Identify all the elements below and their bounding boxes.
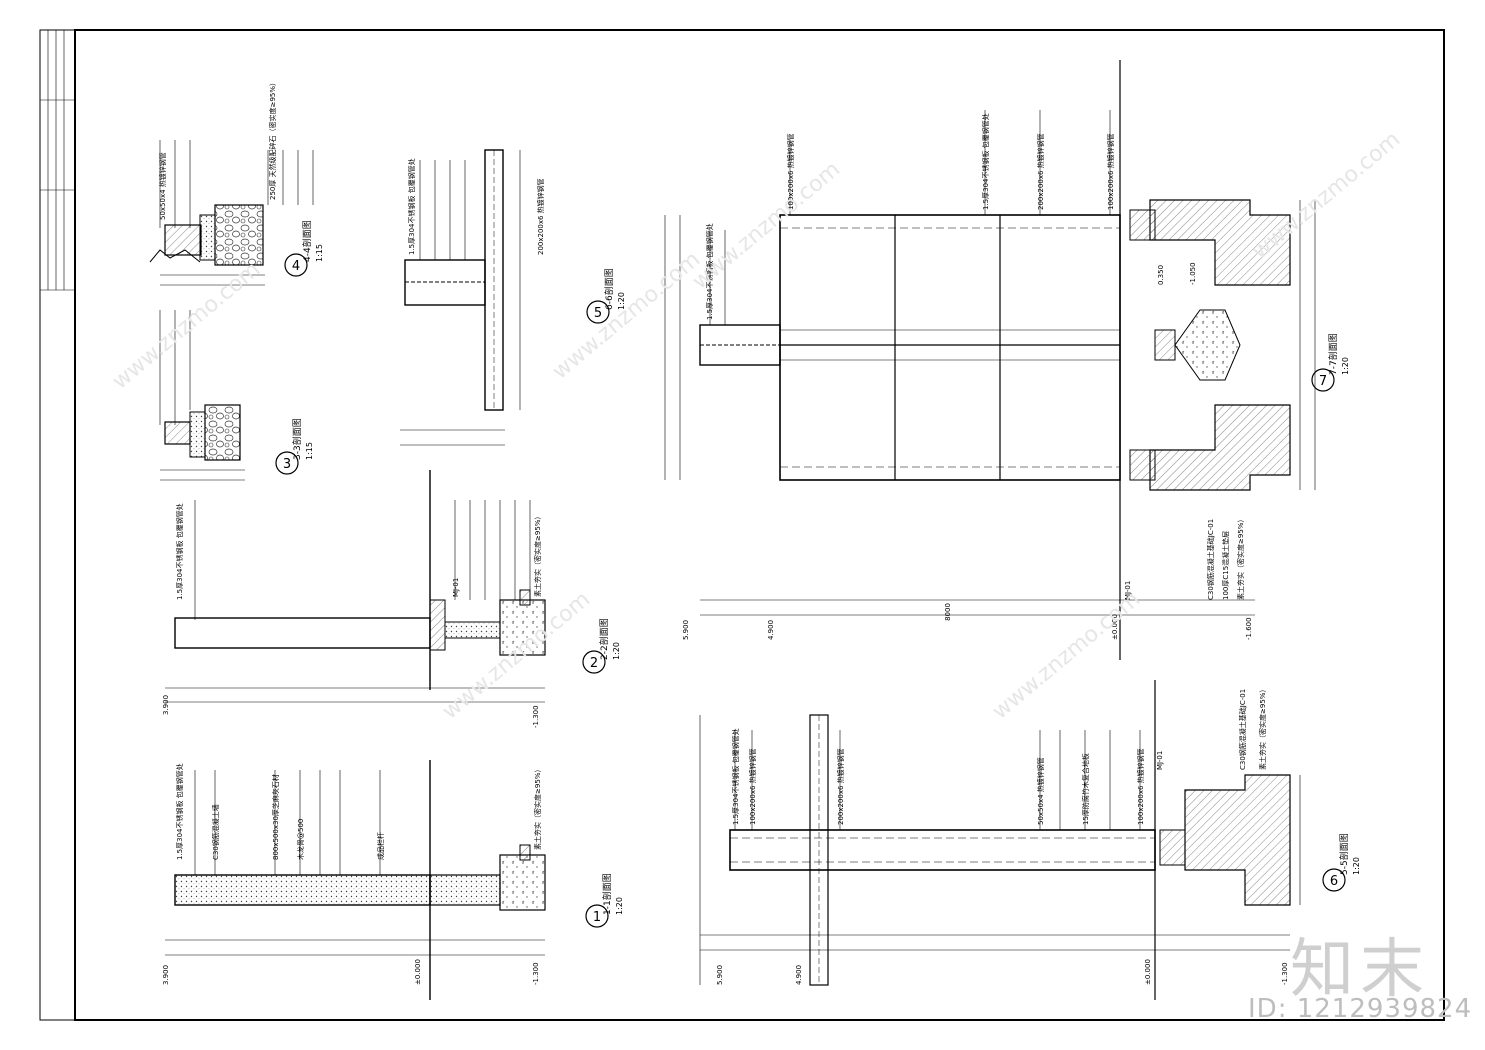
level-4900-6: 4.900	[795, 965, 803, 985]
note-pipe100-6b: 100x200x6 热镀锌钢管	[1136, 748, 1145, 825]
inner-border	[74, 29, 1445, 1021]
level-3900-a: 3.900	[162, 695, 170, 715]
note-mj-7: MJ-01	[1124, 581, 1132, 600]
section-3-3: 3 3-3剖面图 1:15	[159, 310, 314, 481]
note-pipe100-6: 100x200x6 热镀锌钢管	[748, 748, 757, 825]
note-rail-6: 1.5厚304不锈钢板 包覆钢管处	[731, 728, 740, 825]
title-block	[40, 30, 75, 291]
section-2-scale: 1:20	[612, 642, 621, 660]
level-0-b: ±0.000	[414, 959, 422, 985]
section-1-1: 1 1-1剖面图 1:20 1.5厚304不锈钢板 包覆钢管处 C30钢筋混凝土…	[162, 760, 624, 1000]
section-7-scale: 1:20	[1341, 357, 1350, 375]
section-2-2: 2 2-2剖面图 1:20 1.5厚304不锈钢板 包覆钢管处 MJ-01 素土…	[162, 470, 621, 728]
note-finish-1: 成品栏杆	[376, 832, 385, 860]
section-2-title: 2-2剖面图	[598, 618, 610, 660]
section-4-title: 4-4剖面图	[301, 220, 313, 262]
section-1-scale: 1:20	[615, 897, 624, 915]
svg-text:7: 7	[1319, 374, 1327, 389]
note-pipe200-6: 200x200x6 热镀锌钢管	[836, 748, 845, 825]
note-mj-2: MJ-01	[452, 578, 460, 597]
svg-text:www.znzmo.com: www.znzmo.com	[548, 247, 705, 385]
level-n1300-b: -1.300	[532, 962, 540, 985]
svg-text:6: 6	[1330, 874, 1338, 889]
level-5900-6: 5.900	[716, 965, 724, 985]
section-5-title: 6-6剖面图	[603, 268, 615, 310]
level-5900-7: 5.900	[682, 620, 690, 640]
note-c30-7: C30钢筋混凝土基础JC-01	[1206, 519, 1215, 600]
note-mj-6: MJ-01	[1156, 751, 1164, 770]
section-7-7: 7 7-7剖面图 1:20 1.5厚304不锈钢板 包覆钢管处 100x200x…	[664, 60, 1350, 660]
svg-text:1: 1	[593, 910, 601, 925]
svg-text:www.znzmo.com: www.znzmo.com	[988, 587, 1145, 725]
svg-text:www.znzmo.com: www.znzmo.com	[1248, 127, 1405, 265]
note-gravel: 250厚 天然级配碎石（密实度≥95%）	[268, 79, 277, 200]
note-pipe200-5: 200x200x6 热镀锌钢管	[536, 178, 545, 255]
svg-text:2: 2	[590, 656, 598, 671]
level-n1050-7: -1.050	[1189, 262, 1197, 285]
note-wall-1: C30钢筋混凝土墙	[211, 804, 220, 860]
section-6-scale: 1:20	[1352, 857, 1361, 875]
level-3900-b: 3.900	[162, 965, 170, 985]
section-6-6: 5 6-6剖面图 1:20 1.5厚304不锈钢板 包覆钢管处 200x200x…	[400, 149, 626, 446]
svg-text:www.znzmo.com: www.znzmo.com	[108, 257, 265, 395]
note-joist-1: 木龙骨@500	[296, 819, 305, 860]
note-rail-1: 1.5厚304不锈钢板 包覆钢管处	[175, 763, 184, 860]
note-rail-5: 1.5厚304不锈钢板 包覆钢管处	[407, 158, 416, 255]
level-n1300-6: -1.300	[1281, 962, 1289, 985]
note-sqtube-6: 50x50x4 热镀锌钢管	[1036, 757, 1045, 825]
note-pipe100-7b: 100x200x6 热镀锌钢管	[1106, 133, 1115, 210]
note-rail-7: 1.5厚304不锈钢板 包覆钢管处	[705, 223, 714, 320]
note-rail-2: 1.5厚304不锈钢板 包覆钢管处	[175, 503, 184, 600]
note-c15-7: 100厚C15混凝土垫层	[1221, 531, 1230, 600]
section-7-title: 7-7剖面图	[1327, 333, 1339, 375]
level-0-7: ±0.000	[1111, 614, 1119, 640]
section-5-scale: 1:20	[617, 292, 626, 310]
note-c30-6: C30钢筋混凝土基础JC-01	[1238, 689, 1247, 770]
section-3-title: 3-3剖面图	[291, 418, 303, 460]
svg-text:4: 4	[292, 259, 300, 274]
watermark-logo: 知末	[1290, 933, 1430, 1007]
note-soil-6: 素土夯实（密实度≥95%）	[1258, 686, 1267, 770]
note-sq-tube-4: 50x50x4 热镀锌钢管	[158, 152, 167, 220]
level-4900-7: 4.900	[767, 620, 775, 640]
note-pipe200-7: 200x200x6 热镀锌钢管	[1036, 133, 1045, 210]
section-4-scale: 1:15	[315, 244, 324, 262]
level-n1300-a: -1.300	[532, 705, 540, 728]
watermark-id: ID: 1212939824	[1248, 994, 1473, 1024]
section-3-scale: 1:15	[305, 442, 314, 460]
note-soil-7: 素土夯实（密实度≥95%）	[1236, 516, 1245, 600]
level-n1600-7: -1.600	[1245, 617, 1253, 640]
note-soil-2: 素土夯实（密实度≥95%）	[533, 513, 542, 597]
section-6-title: 5-5剖面图	[1338, 833, 1350, 875]
level-0-6: ±0.000	[1144, 959, 1152, 985]
note-board-6: 15厚防腐竹木复合地板	[1081, 753, 1090, 825]
svg-text:3: 3	[283, 457, 291, 472]
section-4-4: 4 4-4剖面图 1:15 250厚 天然级配碎石（密实度≥95%） 50x50…	[149, 79, 324, 286]
svg-text:5: 5	[594, 306, 602, 321]
note-stone-1: 800x500x30厚芝麻灰石材	[271, 774, 280, 860]
outer-border	[39, 29, 1445, 1021]
section-5-5: 6 5-5剖面图 1:20 1.5厚304不锈钢板 包覆钢管处 100x200x…	[699, 680, 1361, 1000]
note-soil-1: 素土夯实（密实度≥95%）	[533, 766, 542, 850]
level-0350-7: 0.350	[1157, 265, 1165, 285]
dim-8000-7: 8000	[944, 603, 952, 621]
note-pipe100-7: 100x200x6 热镀锌钢管	[786, 133, 795, 210]
section-1-title: 1-1剖面图	[601, 873, 613, 915]
note-rail-7b: 1.5厚304不锈钢板 包覆钢管处	[981, 113, 990, 210]
